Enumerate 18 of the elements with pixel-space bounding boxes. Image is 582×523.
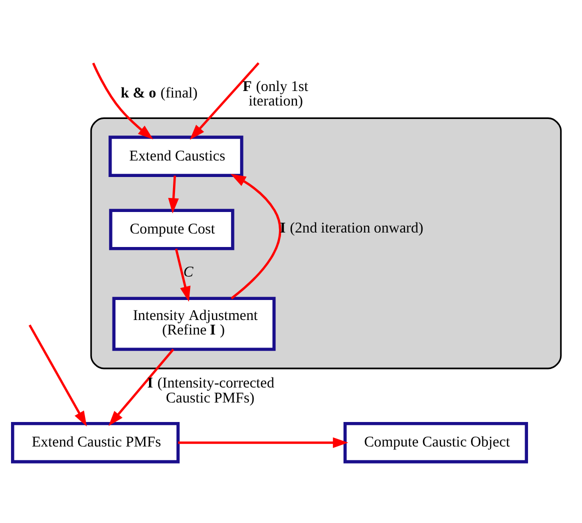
node-box: Compute Caustic Object <box>344 422 528 463</box>
arrow <box>230 173 282 299</box>
arrow <box>28 324 87 426</box>
arrow <box>108 348 174 426</box>
edge-label: k & o (final) <box>120 85 198 102</box>
node-box: Extend Caustics <box>108 135 244 176</box>
node-box: Extend Caustic PMFs <box>11 422 180 463</box>
node-box: Compute Cost <box>109 208 234 250</box>
cluster <box>90 116 562 369</box>
node-box: Intensity Adjustment (Refine I ) <box>112 296 276 350</box>
edge-label: I (Intensity-corrected Caustic PMFs) <box>147 375 274 406</box>
arrow <box>168 175 179 213</box>
edge-label: F (only 1st iteration) <box>242 78 308 110</box>
arrow <box>92 62 154 139</box>
edge-label: C <box>183 264 194 280</box>
arrow <box>190 62 260 140</box>
arrow <box>178 436 348 448</box>
arrow <box>174 248 190 302</box>
